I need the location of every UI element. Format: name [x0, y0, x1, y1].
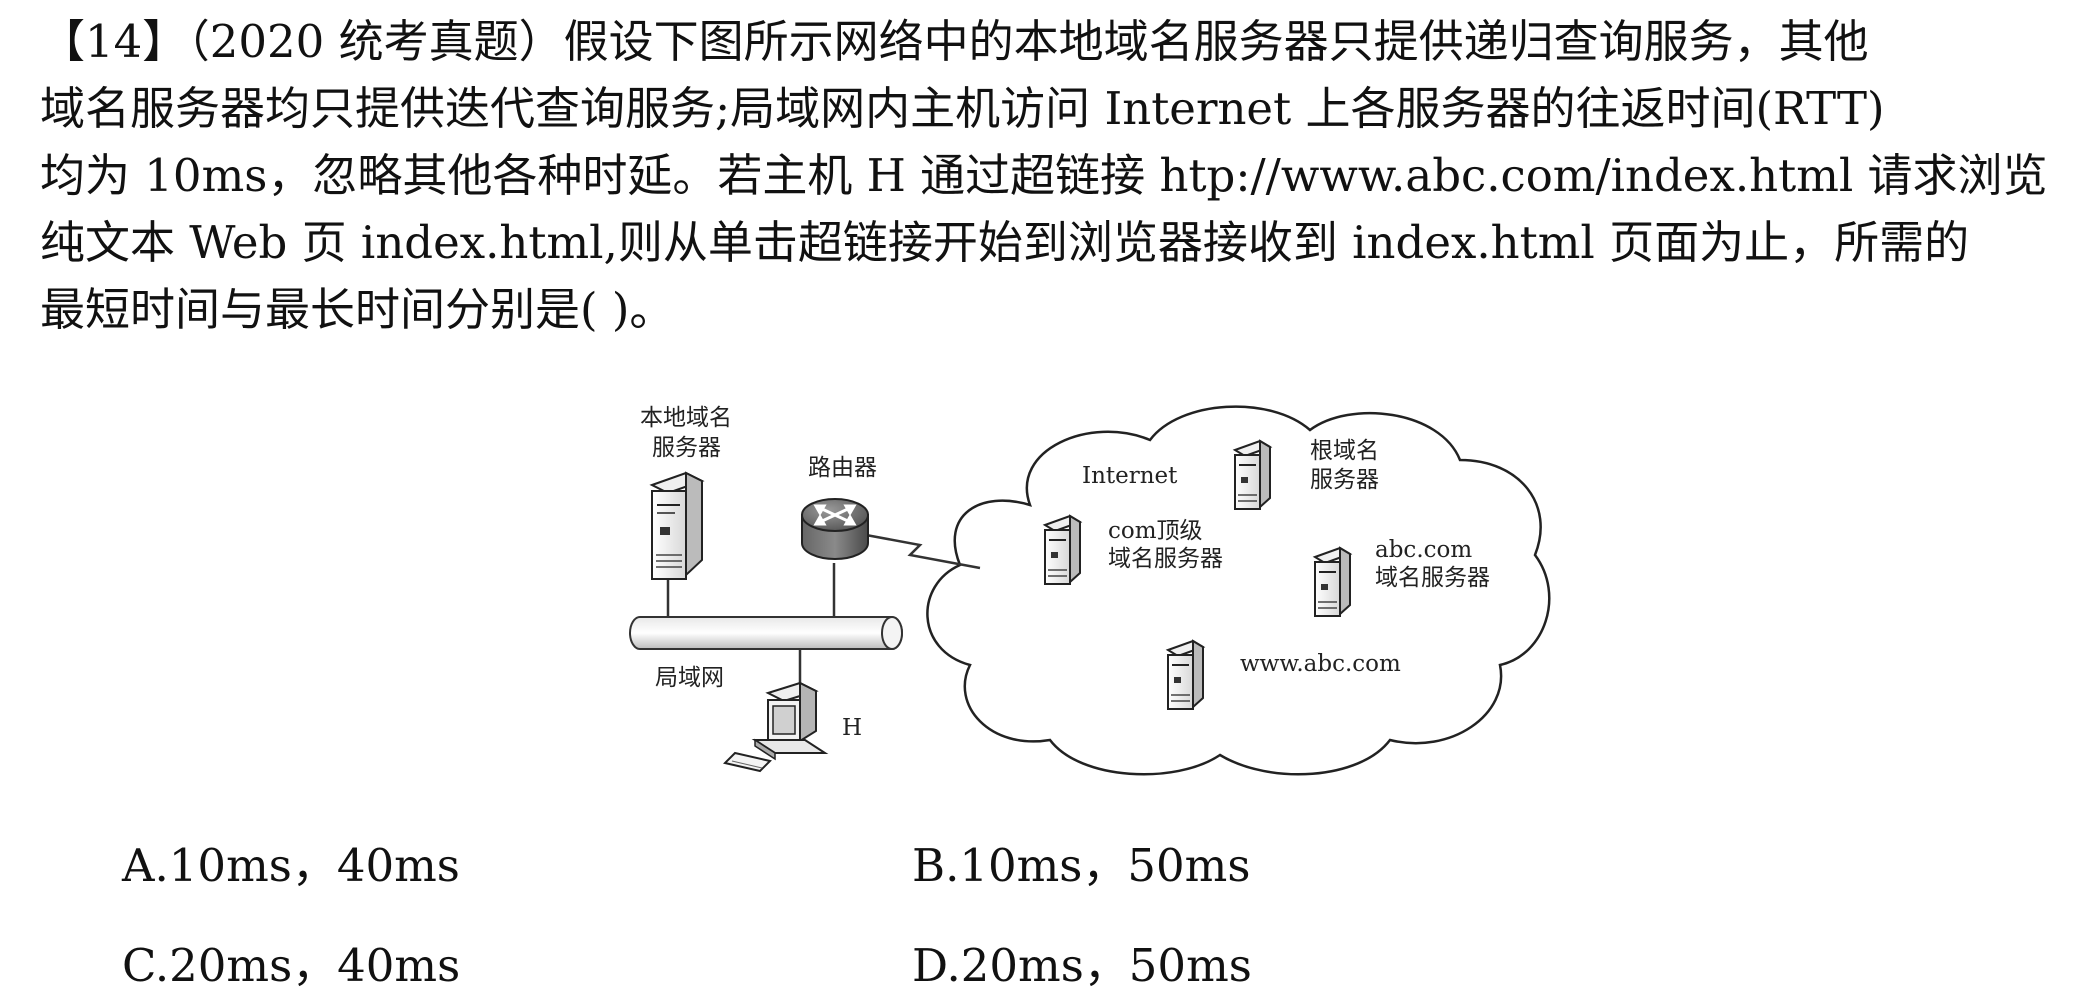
local-dns-label-2: 服务器 — [652, 435, 721, 461]
com-dns-label-2: 域名服务器 — [1108, 546, 1223, 572]
question-text: 【14】（2020 统考真题）假设下图所示网络中的本地域名服务器只提供递归查询服… — [40, 8, 2050, 343]
option-a[interactable]: A.10ms，40ms — [122, 839, 460, 892]
abc-dns-label-2: 域名服务器 — [1375, 565, 1490, 591]
question-line-3: 均为 10ms，忽略其他各种时延。若主机 H 通过超链接 htp://www.a… — [40, 149, 2048, 202]
question-line-4: 纯文本 Web 页 index.html,则从单击超链接开始到浏览器接收到 in… — [40, 216, 1970, 269]
local-dns-label-1: 本地域名 — [640, 405, 732, 431]
option-c[interactable]: C.20ms，40ms — [122, 939, 461, 992]
abc-dns-server-icon — [1312, 546, 1353, 617]
web-server-label: www.abc.com — [1240, 651, 1401, 677]
question-line-5: 最短时间与最长时间分别是( )。 — [40, 283, 675, 336]
wan-link-icon — [865, 533, 981, 570]
abc-dns-label-1: abc.com — [1375, 537, 1472, 563]
host-label: H — [842, 715, 862, 741]
lan-bus — [629, 616, 903, 650]
root-dns-server-icon — [1232, 439, 1273, 510]
network-diagram: 本地域名 服务器 路由器 Internet 根域名 服务器 — [629, 405, 1551, 776]
internet-cloud — [926, 405, 1551, 776]
local-dns-server-icon — [649, 471, 705, 580]
internet-label: Internet — [1082, 463, 1178, 489]
root-dns-label-2: 服务器 — [1310, 467, 1379, 493]
com-dns-label-1: com顶级 — [1108, 518, 1203, 544]
web-server-icon — [1165, 639, 1206, 710]
question-line-1: 【14】（2020 统考真题）假设下图所示网络中的本地域名服务器只提供递归查询服… — [40, 15, 1869, 68]
router-label: 路由器 — [808, 455, 877, 481]
root-dns-label-1: 根域名 — [1310, 438, 1379, 464]
question-line-2: 域名服务器均只提供迭代查询服务;局域网内主机访问 Internet 上各服务器的… — [40, 82, 1885, 135]
router-icon — [801, 498, 869, 560]
com-dns-server-icon — [1042, 514, 1083, 585]
option-b[interactable]: B.10ms，50ms — [912, 839, 1251, 892]
option-d[interactable]: D.20ms，50ms — [912, 939, 1252, 992]
lan-label: 局域网 — [655, 665, 724, 691]
host-computer-icon — [723, 681, 829, 773]
